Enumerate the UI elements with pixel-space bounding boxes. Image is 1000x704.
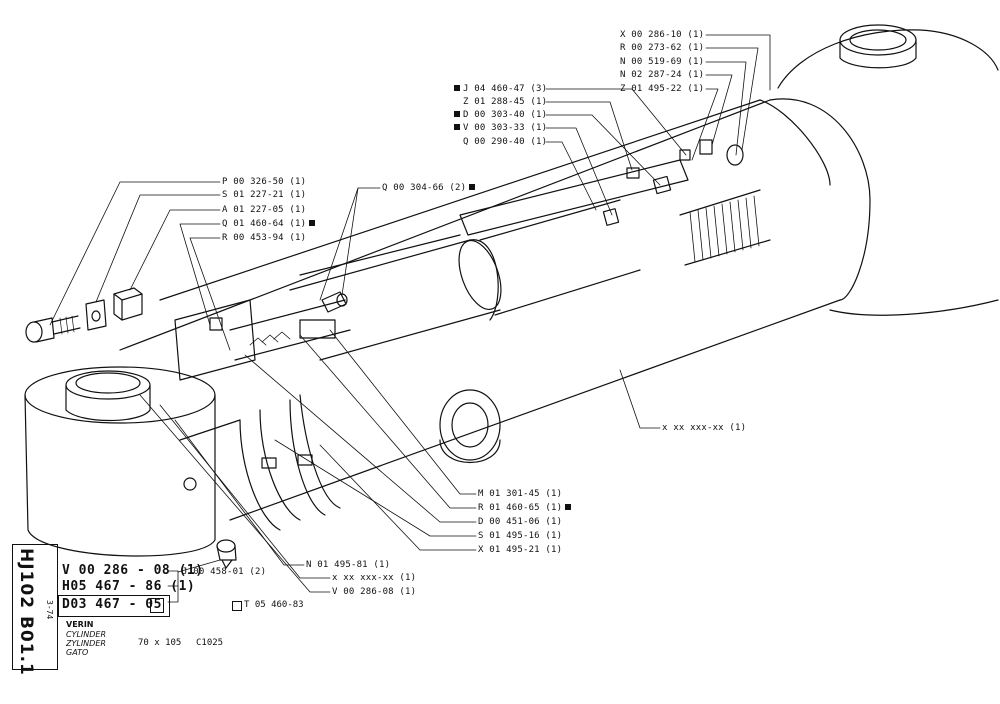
threaded-section bbox=[679, 189, 771, 266]
spare-part-marker bbox=[454, 111, 460, 117]
name-en: CYLINDER bbox=[66, 630, 107, 639]
part-label: Q 01 460-64 (1) bbox=[222, 219, 316, 229]
part-label: A 01 227-05 (1) bbox=[222, 205, 307, 215]
rear-mount-eye bbox=[777, 24, 999, 316]
small-fittings bbox=[321, 139, 744, 313]
cylinder-tube bbox=[119, 98, 871, 521]
front-end-cap bbox=[24, 366, 216, 557]
part-label: Z 01 288-45 (1) bbox=[463, 97, 548, 107]
part-label: S 01 227-21 (1) bbox=[222, 190, 307, 200]
cylinder-size: 70 x 105 bbox=[138, 638, 182, 648]
reference-3: D03 467 - 05 bbox=[62, 597, 162, 612]
part-label: X 00 286-10 (1) bbox=[620, 30, 705, 40]
part-label: N 02 287-24 (1) bbox=[620, 70, 705, 80]
part-label: D 00 451-06 (1) bbox=[478, 517, 563, 527]
name-es: GATO bbox=[66, 648, 89, 657]
part-label: Z 01 495-22 (1) bbox=[620, 84, 705, 94]
part-label: M 01 301-45 (1) bbox=[478, 489, 563, 499]
piston-rod bbox=[289, 199, 641, 361]
cylinder-code: C1025 bbox=[196, 638, 224, 648]
reference-1: V 00 286 - 08 (1) bbox=[62, 563, 204, 578]
part-label: P 00 326-50 (1) bbox=[222, 177, 307, 187]
spare-part-marker bbox=[469, 184, 476, 190]
leader-lines bbox=[49, 34, 771, 603]
part-label: x xx xxx-xx (1) bbox=[662, 423, 747, 433]
reference-3-box bbox=[58, 595, 170, 617]
spare-part-marker bbox=[565, 504, 572, 510]
kit-reference: T 05 460-83 bbox=[244, 600, 304, 610]
part-label: J 00 458-01 (2) bbox=[182, 567, 267, 577]
name-fr: VERIN bbox=[66, 620, 94, 629]
mounting-bolt bbox=[25, 287, 143, 343]
part-label: V 00 286-08 (1) bbox=[332, 587, 417, 597]
spare-part-marker bbox=[454, 124, 460, 130]
piston-seals bbox=[174, 299, 351, 531]
name-de: ZYLINDER bbox=[66, 639, 106, 648]
part-label: N 00 519-69 (1) bbox=[620, 57, 705, 67]
part-label: J 04 460-47 (3) bbox=[454, 84, 547, 94]
kit-icon bbox=[150, 598, 164, 613]
reference-2: H05 467 - 86 (1) bbox=[62, 579, 196, 594]
port-boss bbox=[439, 389, 501, 463]
grease-nipple bbox=[216, 539, 237, 569]
title-block-frame bbox=[12, 544, 58, 670]
kit-checkbox bbox=[232, 601, 242, 611]
part-label: S 01 495-16 (1) bbox=[478, 531, 563, 541]
part-label: N 01 495-81 (1) bbox=[306, 560, 391, 570]
part-label: X 01 495-21 (1) bbox=[478, 545, 563, 555]
part-label: x xx xxx-xx (1) bbox=[332, 573, 417, 583]
part-label: R 01 460-65 (1) bbox=[478, 503, 572, 513]
part-label: D 00 303-40 (1) bbox=[454, 110, 547, 120]
part-label: R 00 273-62 (1) bbox=[620, 43, 705, 53]
part-label: V 00 303-33 (1) bbox=[454, 123, 547, 133]
part-label: R 00 453-94 (1) bbox=[222, 233, 307, 243]
part-label: Q 00 304-66 (2) bbox=[382, 183, 476, 193]
tube-flange-strip bbox=[299, 159, 689, 276]
spare-part-marker bbox=[454, 85, 460, 91]
spare-part-marker bbox=[309, 220, 316, 226]
part-label: Q 00 290-40 (1) bbox=[463, 137, 548, 147]
